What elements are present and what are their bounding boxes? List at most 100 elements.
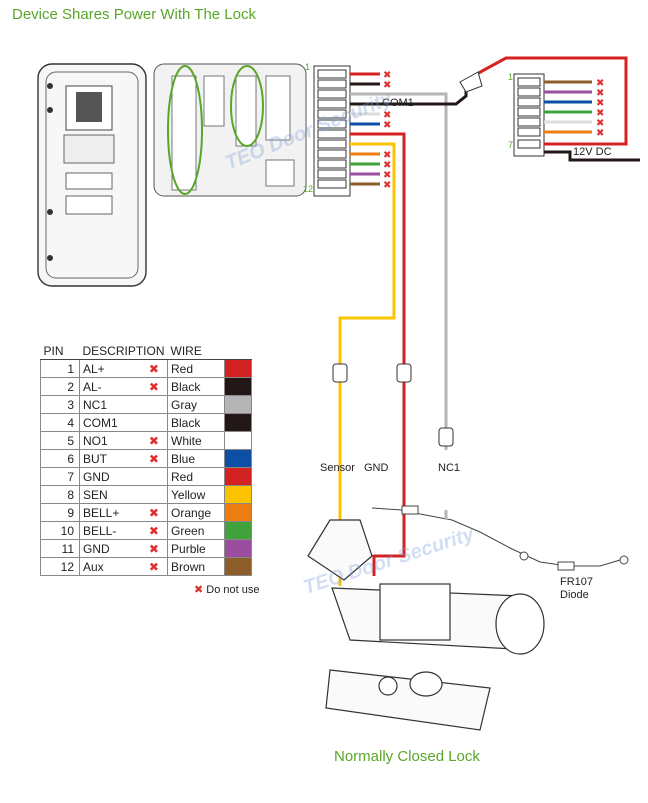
wire-color-name: White <box>167 431 226 450</box>
pin-description: AL+ <box>78 359 141 378</box>
do-not-use-icon: ✖ <box>140 377 169 396</box>
main-connector <box>313 65 351 197</box>
svg-text:✖: ✖ <box>383 170 391 181</box>
do-not-use-icon <box>140 395 169 414</box>
do-not-use-icon <box>140 413 169 432</box>
diagram-title: Device Shares Power With The Lock <box>12 6 256 23</box>
wire-color-name: Yellow <box>167 485 226 504</box>
legend-text: Do not use <box>206 584 260 596</box>
svg-text:✖: ✖ <box>383 120 391 131</box>
wire-color-swatch <box>224 413 253 432</box>
pin-description: BELL- <box>78 521 141 540</box>
wire-color-swatch <box>224 431 253 450</box>
do-not-use-icon: ✖ <box>140 521 169 540</box>
pin-number: 2 <box>40 377 80 396</box>
wire-color-swatch <box>224 377 253 396</box>
pin-description: GND <box>78 467 141 486</box>
lock-illustration <box>307 519 545 731</box>
wire-color-swatch <box>224 449 253 468</box>
wire-color-name: Red <box>167 359 226 378</box>
wire-color-name: Red <box>167 467 226 486</box>
do-not-use-icon: ✖ <box>194 584 204 596</box>
wire-8-yellow <box>338 142 396 586</box>
pin-description: BELL+ <box>78 503 141 522</box>
svg-text:✖: ✖ <box>383 110 391 121</box>
do-not-use-icon: ✖ <box>140 557 169 576</box>
lock-type-title: Normally Closed Lock <box>334 748 480 765</box>
unused-marks: ✖✖ ✖✖ ✖✖ ✖✖ <box>383 70 391 191</box>
wire-color-name: Brown <box>167 557 226 576</box>
svg-text:✖: ✖ <box>596 78 604 89</box>
crimp-connectors <box>332 363 454 447</box>
wire-color-name: Black <box>167 377 226 396</box>
device-illustration <box>37 63 147 287</box>
svg-text:✖: ✖ <box>383 150 391 161</box>
pin-table-header: PIN DESCRIPTION WIRE <box>40 343 252 360</box>
pin-number: 5 <box>40 431 80 450</box>
pin-number: 9 <box>40 503 80 522</box>
label-pin-12: 12 <box>303 184 314 194</box>
legend: ✖ Do not use <box>194 583 259 596</box>
pin-description: NC1 <box>78 395 141 414</box>
label-diode: Diode <box>560 589 589 601</box>
pin-number: 10 <box>40 521 80 540</box>
label-nc1: NC1 <box>438 462 461 474</box>
wire-color-swatch <box>224 359 253 378</box>
svg-text:✖: ✖ <box>596 88 604 99</box>
do-not-use-icon <box>140 485 169 504</box>
pin-number: 1 <box>40 359 80 378</box>
wire-color-swatch <box>224 395 253 414</box>
wire-color-name: Green <box>167 521 226 540</box>
do-not-use-icon <box>140 467 169 486</box>
wire-color-swatch <box>224 485 253 504</box>
pin-description: AL- <box>78 377 141 396</box>
wire-color-name: Gray <box>167 395 226 414</box>
label-gnd: GND <box>364 462 389 474</box>
svg-text:✖: ✖ <box>596 98 604 109</box>
svg-text:✖: ✖ <box>596 128 604 139</box>
do-not-use-icon: ✖ <box>140 431 169 450</box>
label-power-pin-1: 1 <box>508 72 514 82</box>
pin-number: 4 <box>40 413 80 432</box>
svg-text:✖: ✖ <box>383 160 391 171</box>
wire-color-name: Purble <box>167 539 226 558</box>
pin-description: SEN <box>78 485 141 504</box>
svg-text:✖: ✖ <box>383 80 391 91</box>
pin-number: 11 <box>40 539 80 558</box>
pin-description: NO1 <box>78 431 141 450</box>
header-description: DESCRIPTION <box>79 343 168 360</box>
label-12v-dc: 12V DC <box>573 146 612 158</box>
wire-color-swatch <box>224 503 253 522</box>
label-power-pin-7: 7 <box>508 140 514 150</box>
pin-number: 3 <box>40 395 80 414</box>
wire-color-swatch <box>224 557 253 576</box>
do-not-use-icon: ✖ <box>140 359 169 378</box>
label-diode-model: FR107 <box>560 576 594 588</box>
header-pin: PIN <box>40 343 80 360</box>
do-not-use-icon: ✖ <box>140 503 169 522</box>
pin-number: 8 <box>40 485 80 504</box>
pin-number: 6 <box>40 449 80 468</box>
pin-number: 12 <box>40 557 80 576</box>
label-sensor: Sensor <box>320 462 355 474</box>
label-com1: COM1 <box>382 97 414 109</box>
do-not-use-icon: ✖ <box>140 539 169 558</box>
svg-text:✖: ✖ <box>383 180 391 191</box>
header-wire: WIRE <box>167 343 252 360</box>
diode <box>371 505 629 571</box>
wire-color-swatch <box>224 539 253 558</box>
pin-number: 7 <box>40 467 80 486</box>
svg-text:✖: ✖ <box>596 118 604 129</box>
wire-color-name: Blue <box>167 449 226 468</box>
